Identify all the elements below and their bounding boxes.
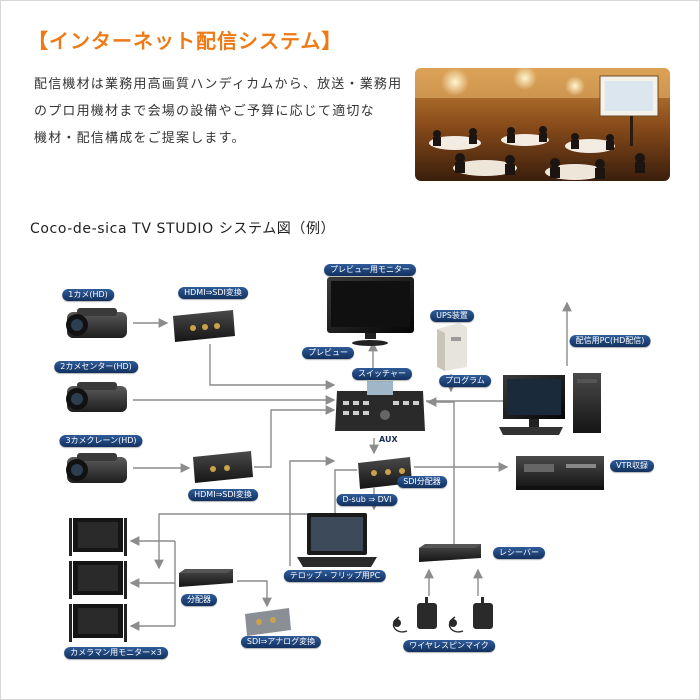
camera-icon bbox=[66, 382, 127, 412]
analog-converter-icon bbox=[245, 608, 291, 636]
label-dsub-dvi: D-sub ⇒ DVI bbox=[336, 494, 398, 506]
label-cam2: 2カメセンター(HD) bbox=[54, 361, 138, 373]
intro-line-1: 配信機材は業務用高画質ハンディカムから、放送・業務用 bbox=[34, 77, 403, 92]
intro-line-2: のプロ用機材まで会場の設備やご予算に応じて適切な bbox=[34, 104, 375, 119]
label-ups: UPS装置 bbox=[430, 310, 474, 322]
diagram-title: Coco-de-sica TV STUDIO システム図（例） bbox=[30, 221, 336, 237]
wireless-mic-icon bbox=[448, 597, 493, 633]
switcher-icon bbox=[335, 381, 425, 431]
camera-icon bbox=[66, 453, 127, 483]
label-preview-monitor: プレビュー用モニター bbox=[324, 264, 416, 276]
label-sdi-analog: SDI⇒アナログ変換 bbox=[240, 636, 322, 648]
pc-icon bbox=[499, 373, 601, 435]
label-cam1: 1カメ(HD) bbox=[62, 289, 114, 301]
page-heading: 【インターネット配信システム】 bbox=[28, 29, 343, 53]
ups-icon bbox=[437, 323, 467, 371]
label-preview: プレビュー bbox=[302, 347, 354, 359]
label-streaming-pc: 配信用PC(HD配信) bbox=[569, 335, 651, 347]
field-monitor-icon bbox=[69, 604, 127, 642]
label-camera-monitors: カメラマン用モニター×3 bbox=[64, 647, 168, 659]
label-hdmi-sdi-bottom: HDMI⇒SDI変換 bbox=[188, 489, 258, 501]
label-sdi-splitter: SDI分配器 bbox=[397, 476, 447, 488]
converter-icon bbox=[173, 310, 235, 342]
vtr-icon bbox=[516, 456, 604, 490]
label-switcher: スイッチャー bbox=[352, 368, 412, 380]
intro-line-3: 機材・配信構成をご提案します。 bbox=[34, 131, 246, 146]
distributor-icon bbox=[179, 569, 233, 587]
label-distributor: 分配器 bbox=[181, 594, 217, 606]
label-vtr: VTR収録 bbox=[610, 460, 654, 472]
wireless-mic-icon bbox=[392, 597, 437, 633]
camera-icon bbox=[66, 308, 127, 338]
laptop-icon bbox=[297, 513, 377, 567]
receiver-icon bbox=[419, 544, 481, 562]
label-aux: AUX bbox=[379, 435, 398, 444]
converter-icon bbox=[193, 451, 253, 483]
label-cam3: 3カメクレーン(HD) bbox=[59, 435, 143, 447]
connection-lines bbox=[129, 301, 572, 631]
label-receiver: レシーバー bbox=[493, 547, 545, 559]
field-monitor-icon bbox=[69, 561, 127, 599]
label-telop-pc: テロップ・フリップ用PC bbox=[283, 570, 387, 582]
field-monitor-icon bbox=[69, 518, 127, 556]
label-wireless-mic: ワイヤレスピンマイク bbox=[403, 640, 495, 652]
label-program: プログラム bbox=[439, 375, 491, 387]
venue-photo bbox=[415, 68, 670, 181]
monitor-icon bbox=[327, 277, 414, 346]
label-hdmi-sdi-top: HDMI⇒SDI変換 bbox=[178, 287, 248, 299]
